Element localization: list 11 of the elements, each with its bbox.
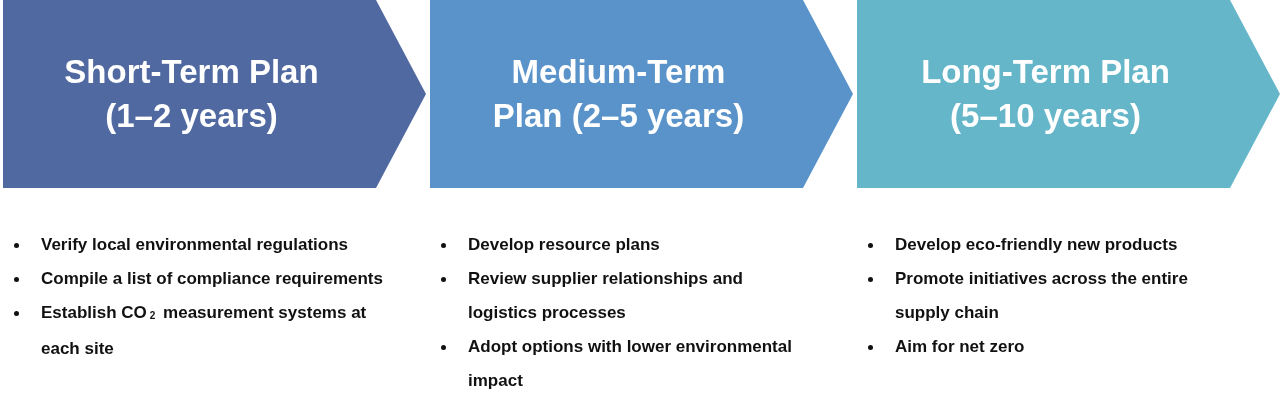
plan-title: Medium-Term Plan (2–5 years) — [491, 52, 746, 136]
bullet-text: Develop eco-friendly new products — [895, 235, 1178, 254]
bullet-text: Aim for net zero — [895, 337, 1025, 356]
plan-title: Long-Term Plan (5–10 years) — [920, 52, 1171, 136]
bullet-text: Compile a list of compliance requirements — [41, 269, 383, 288]
plan-title: Short-Term Plan (1–2 years) — [63, 52, 320, 136]
bullet-text: Adopt options with lower environmental impact — [468, 337, 792, 390]
bullet-text: Promote initiatives across the entire supply chain — [895, 269, 1188, 322]
bullet-text: Verify local environmental regulations — [41, 235, 349, 254]
bullet-text: Review supplier relationships and logistics processes — [468, 269, 743, 322]
bullet-text: Develop resource plans — [468, 235, 660, 254]
